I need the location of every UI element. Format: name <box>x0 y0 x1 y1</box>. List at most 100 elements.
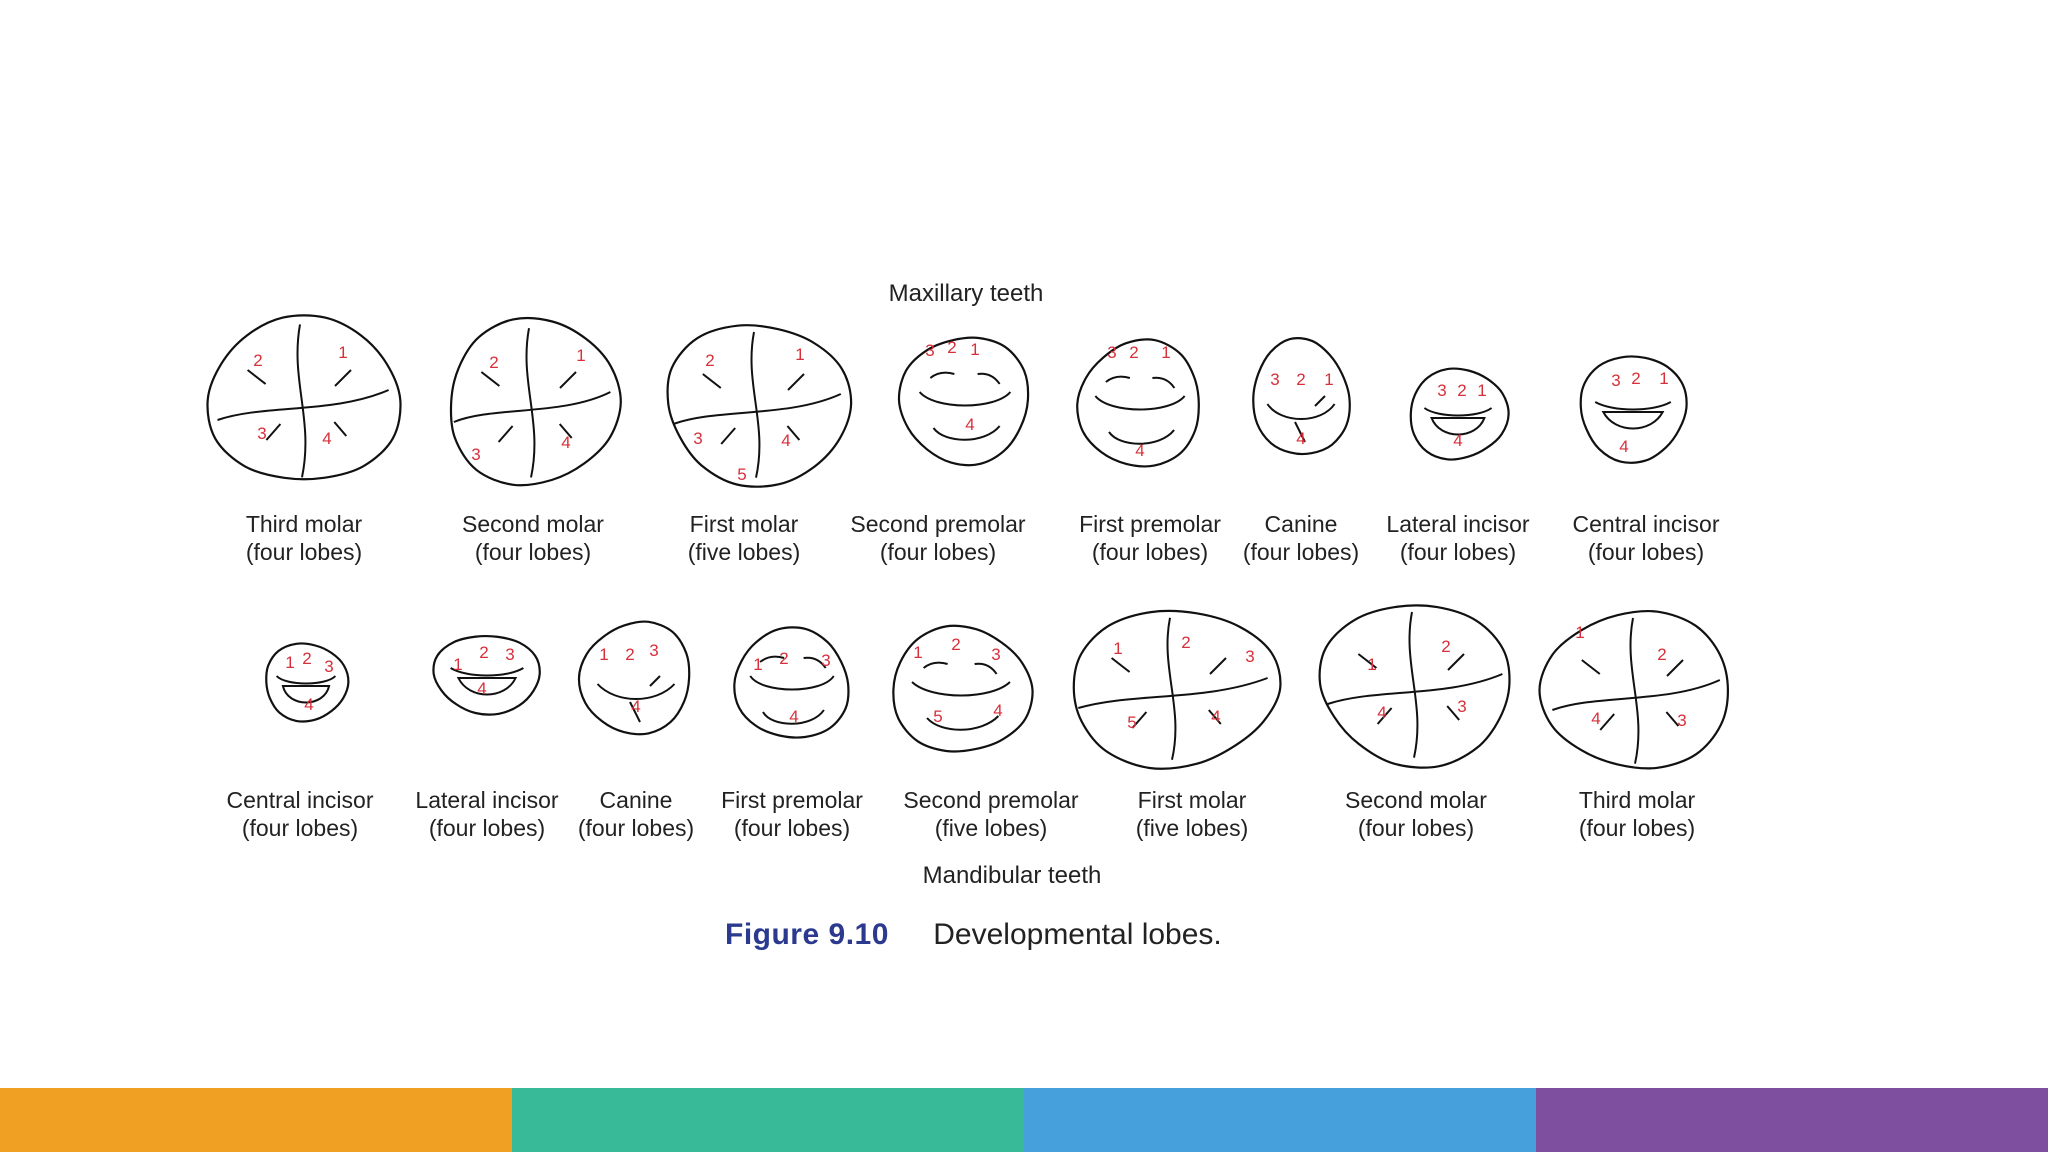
mandibular-tooth-outline <box>1538 609 1730 770</box>
mandibular-lobe-number: 4 <box>789 707 798 726</box>
figure-caption: Figure 9.10 Developmental lobes. <box>725 918 1222 952</box>
tooth-name: Second molar <box>1345 787 1487 813</box>
maxillary-lobe-number: 4 <box>561 433 570 452</box>
mandibular-tooth-groove <box>1581 659 1684 731</box>
mandibular-lobe-number: 3 <box>821 651 830 670</box>
mandibular-tooth-groove <box>926 715 1000 731</box>
tooth-lobe-count: (four lobes) <box>1357 815 1475 841</box>
mandibular-lobe-number: 2 <box>479 643 488 662</box>
mandibular-lobe-number: 1 <box>1367 655 1376 674</box>
tooth-lobe-count: (four lobes) <box>474 539 592 565</box>
mandibular-lobe-number: 3 <box>649 641 658 660</box>
maxillary-tooth-groove <box>929 371 1001 385</box>
mandibular-lobe-number: 1 <box>285 653 294 672</box>
tooth-name: First premolar <box>721 787 863 813</box>
maxillary-label-2: Second molar(four lobes) <box>462 510 604 566</box>
bottom-bar-blue <box>1024 1088 1536 1152</box>
mandibular-lobe-number: 1 <box>913 643 922 662</box>
tooth-lobe-count: (four lobes) <box>1242 539 1360 565</box>
maxillary-tooth-outline <box>1409 367 1510 461</box>
mandibular-tooth-groove <box>1629 617 1640 764</box>
maxillary-lobe-number: 2 <box>489 353 498 372</box>
mandibular-tooth-groove <box>1078 677 1268 709</box>
maxillary-lobe-number: 3 <box>471 445 480 464</box>
mandibular-tooth-groove <box>1552 679 1721 711</box>
maxillary-tooth-outline <box>897 336 1030 467</box>
maxillary-lobe-number: 4 <box>965 415 974 434</box>
caption-figure-number: Figure 9.10 <box>725 918 889 951</box>
mandibular-lobe-number: 4 <box>1377 703 1386 722</box>
maxillary-tooth-groove <box>932 425 1001 441</box>
maxillary-tooth-groove <box>296 324 307 478</box>
mandibular-tooth-groove <box>749 675 835 691</box>
maxillary-lobe-number: 1 <box>338 343 347 362</box>
tooth-name: Third molar <box>1578 787 1696 813</box>
mandibular-lobe-number: 1 <box>599 645 608 664</box>
mandibular-lobe-number: 4 <box>1211 707 1220 726</box>
maxillary-tooth-groove <box>525 328 536 478</box>
maxillary-lobe-number: 2 <box>1631 369 1640 388</box>
mandibular-lobe-number: 4 <box>1591 709 1600 728</box>
maxillary-lobe-number: 1 <box>795 345 804 364</box>
tooth-lobe-count: (four lobes) <box>577 815 695 841</box>
mandibular-tooth-groove <box>911 681 1011 697</box>
maxillary-tooth-groove <box>217 389 390 421</box>
mandibular-lobe-number: 2 <box>302 649 311 668</box>
mandibular-tooth-groove <box>1110 657 1227 729</box>
mandibular-lobe-number: 3 <box>324 657 333 676</box>
mandibular-lobe-number: 2 <box>779 649 788 668</box>
maxillary-tooth-outline <box>1252 337 1351 456</box>
maxillary-tooth-groove <box>480 371 577 443</box>
tooth-name: Second premolar <box>850 511 1026 537</box>
maxillary-label-1: Third molar(four lobes) <box>246 510 362 566</box>
maxillary-tooth-groove <box>1594 401 1672 411</box>
maxillary-lobe-number: 4 <box>1453 431 1462 450</box>
tooth-lobe-count: (four lobes) <box>428 815 546 841</box>
mandibular-lobe-number: 1 <box>1113 639 1122 658</box>
mandibular-tooth-groove <box>596 683 676 700</box>
maxillary-tooth-outline <box>1076 338 1200 468</box>
mandibular-lobe-number: 4 <box>477 679 486 698</box>
maxillary-tooth-groove <box>918 391 1012 407</box>
maxillary-lobe-number: 4 <box>1619 437 1628 456</box>
tooth-lobe-count: (five lobes) <box>934 815 1048 841</box>
mandibular-lobe-number: 4 <box>631 697 640 716</box>
mandibular-lobe-number: 2 <box>1181 633 1190 652</box>
maxillary-lobe-number: 5 <box>737 465 746 484</box>
mandibular-lobe-number: 3 <box>1457 697 1466 716</box>
maxillary-lobe-number: 4 <box>1296 429 1305 448</box>
mandibular-tooth-groove <box>1408 611 1419 758</box>
maxillary-lobe-number: 4 <box>322 429 331 448</box>
maxillary-tooth-groove <box>1105 375 1176 389</box>
maxillary-title: Maxillary teeth <box>888 280 1044 307</box>
mandibular-tooth-groove <box>275 675 337 685</box>
maxillary-tooth-outline <box>1579 355 1688 464</box>
maxillary-lobe-number: 1 <box>1324 370 1333 389</box>
mandibular-tooth-groove <box>450 667 524 677</box>
maxillary-tooth-outline <box>666 324 853 488</box>
caption-text: Developmental lobes. <box>933 918 1222 951</box>
mandibular-tooth-groove <box>1327 673 1503 705</box>
bottom-bar-purple <box>1536 1088 2048 1152</box>
maxillary-tooth-groove <box>1601 411 1665 430</box>
tooth-lobe-count: (four lobes) <box>1578 815 1696 841</box>
maxillary-tooth-groove <box>702 373 805 445</box>
mandibular-label-5: Second premolar(five lobes) <box>903 786 1078 842</box>
mandibular-lobe-number: 5 <box>933 707 942 726</box>
tooth-lobe-count: (four lobes) <box>241 815 359 841</box>
mandibular-label-7: Second molar(four lobes) <box>1345 786 1487 842</box>
maxillary-lobe-number: 3 <box>257 424 266 443</box>
mandibular-label-1: Central incisor(four lobes) <box>227 786 374 842</box>
mandibular-tooth-groove <box>922 661 998 675</box>
